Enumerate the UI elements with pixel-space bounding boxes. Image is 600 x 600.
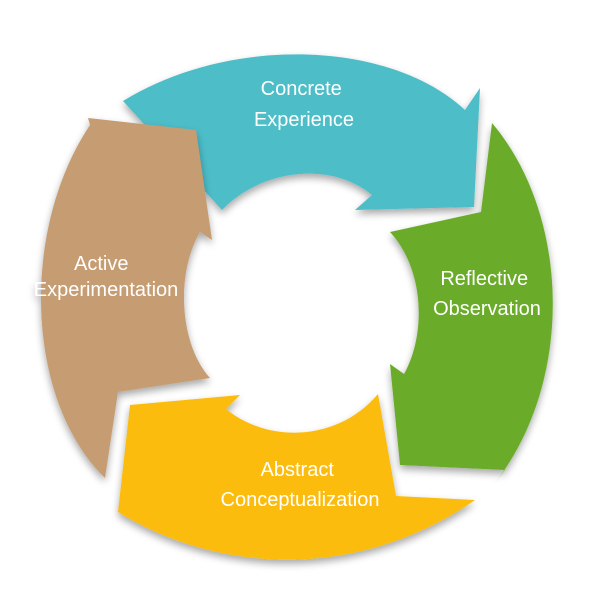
segment-reflective-observation: Reflective Observation (390, 123, 553, 483)
segment-concrete-experience-arrow (123, 54, 480, 211)
segment-concrete-experience-line-2: Experience (254, 109, 354, 131)
segment-active-experimentation-line-2: Experimentation (34, 279, 179, 301)
segment-reflective-observation-label: Reflective Observation (433, 268, 541, 320)
segment-concrete-experience: Concrete Experience (123, 54, 480, 211)
segment-reflective-observation-line-1: Reflective (440, 268, 528, 290)
segment-abstract-conceptualization-line-2: Conceptualization (221, 489, 380, 511)
segment-reflective-observation-line-2: Observation (433, 298, 541, 320)
segment-abstract-conceptualization: Abstract Conceptualization (118, 394, 475, 560)
segment-concrete-experience-line-1: Concrete (261, 78, 342, 100)
segment-active-experimentation-label: Active Experimentation (34, 253, 179, 301)
segment-abstract-conceptualization-line-1: Abstract (261, 459, 335, 481)
segment-abstract-conceptualization-arrow (118, 394, 475, 560)
segment-active-experimentation-line-1: Active (74, 253, 128, 275)
segment-active-experimentation-arrow (41, 118, 212, 478)
segment-active-experimentation: Active Experimentation (34, 118, 212, 478)
segment-abstract-conceptualization-label: Abstract Conceptualization (221, 459, 380, 511)
segment-concrete-experience-label: Concrete Experience (254, 78, 354, 131)
segment-reflective-observation-arrow (390, 123, 553, 483)
